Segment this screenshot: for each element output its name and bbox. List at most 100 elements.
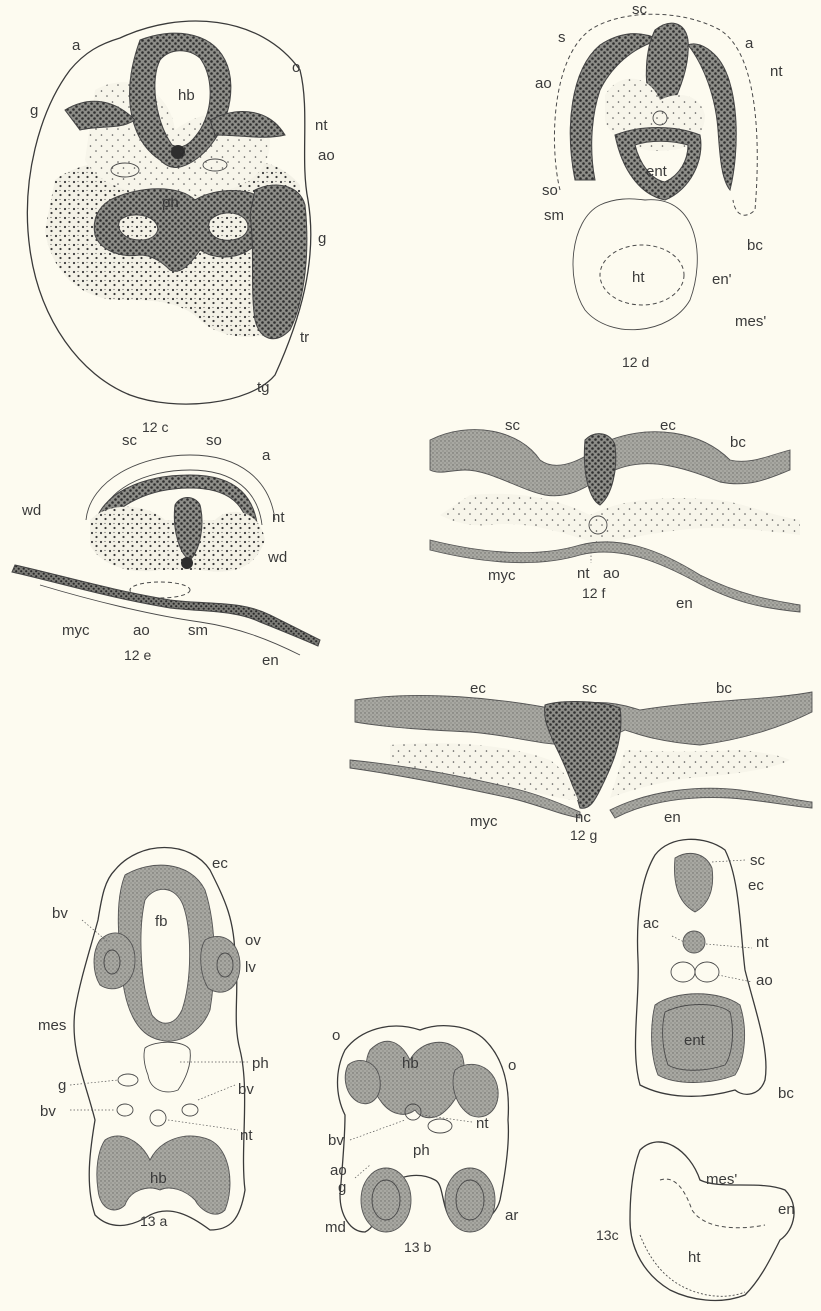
blood-vessel-left [118,1074,138,1086]
label-tr: tr [300,329,309,346]
label-md: md [325,1219,346,1236]
label-bv: bv [52,905,68,922]
label-tg: tg [257,379,270,396]
label-bc: bc [716,680,732,697]
mandibular-arch-right [445,1168,495,1232]
mesoderm [440,494,800,545]
figure-caption: 12 g [570,827,597,843]
figure-13c: sc ec ac nt ao ent bc mes' en ht 13c [596,839,795,1300]
leader-nt [168,1120,238,1130]
neural-tube [674,853,712,912]
label-nt: nt [770,63,783,80]
label-ec: ec [212,855,228,872]
label-sc: sc [632,1,648,18]
label-ph: ph [252,1055,269,1072]
label-mes: mes' [706,1171,737,1188]
label-bc: bc [778,1085,794,1102]
label-nt: nt [756,934,769,951]
blood-vessel-mid [117,1104,133,1116]
label-sm: sm [188,622,208,639]
label-ao: ao [603,565,620,582]
label-ht: ht [688,1249,701,1266]
label-ar: ar [505,1207,518,1224]
label-en: en [676,595,693,612]
label-nt: nt [272,509,285,526]
label-so: so [542,182,558,199]
label-bv: bv [328,1132,344,1149]
label-ov: ov [245,932,261,949]
label-ec: ec [660,417,676,434]
notochord [150,1110,166,1126]
figure-caption: 12 e [124,647,151,663]
label-sm: sm [544,207,564,224]
label-en: en [262,652,279,669]
aorta-left [671,962,695,982]
label-wd: wd [21,502,41,519]
leader-nt [706,944,752,948]
label-en: en [778,1201,795,1218]
label-nt: nt [315,117,328,134]
label-o-right: o [508,1057,516,1074]
figure-caption: 13c [596,1227,619,1243]
figure-caption: 12 f [582,585,605,601]
leader-ao [355,1165,370,1178]
label-hb: hb [150,1170,167,1187]
label-g: g [58,1077,66,1094]
label-o: o [332,1027,340,1044]
figure-13a: ec bv fb ov lv mes ph g bv bv nt hb 13 a [38,848,269,1231]
label-bv-left: bv [40,1103,56,1120]
label-en: en [664,809,681,826]
hindbrain [366,1041,464,1117]
label-g: g [338,1179,346,1196]
label-a: a [262,447,271,464]
aorta [428,1119,452,1133]
leader-bv3 [198,1085,235,1100]
label-ph: ph [413,1142,430,1159]
label-so: so [206,432,222,449]
figure-12c: a o g hb nt ao ph g tr tg 12 c [27,21,334,435]
leader-ac [672,936,684,942]
label-wd-right: wd [267,549,287,566]
label-en: en' [712,271,732,288]
figure-12g: ec sc bc myc nc en 12 g [350,680,812,843]
label-g-right: g [318,230,326,247]
label-lv: lv [245,959,256,976]
leader-g [70,1080,118,1085]
optic-vesicle-left [94,933,135,989]
notochord [171,145,185,159]
label-g: g [30,102,38,119]
label-myc: myc [488,567,516,584]
notochord [181,557,193,569]
label-mes: mes' [735,313,766,330]
label-myc: myc [470,813,498,830]
label-nt: nt [476,1115,489,1132]
label-ec: ec [470,680,486,697]
otic-vesicle-left [345,1060,380,1103]
leader-bv [350,1120,405,1140]
label-ao: ao [756,972,773,989]
label-o: o [292,59,300,76]
heart-outline [630,1142,794,1301]
figure-12f: sc ec bc myc nt ao en 12 f [430,417,800,612]
blood-vessel-right [182,1104,198,1116]
label-hb: hb [402,1055,419,1072]
label-ao: ao [535,75,552,92]
figure-caption: 12 c [142,419,168,435]
leader-nt [422,1115,472,1122]
figure-caption: 12 d [622,354,649,370]
figure-caption: 13 b [404,1239,431,1255]
label-sc: sc [505,417,521,434]
label-ac: ac [643,915,659,932]
label-ao: ao [330,1162,347,1179]
otic-vesicle-right [453,1064,498,1117]
label-nt: nt [577,565,590,582]
figure-12d: sc s a nt ao ent so sm bc ht en' mes' 12… [535,1,783,370]
label-sc: sc [122,432,138,449]
heart-pericardium [573,199,697,330]
label-a: a [72,37,81,54]
label-ht: ht [632,269,645,286]
splanchnopleure [12,565,320,646]
label-s: s [558,29,566,46]
label-fb: fb [155,913,168,930]
label-mes: mes [38,1017,66,1034]
